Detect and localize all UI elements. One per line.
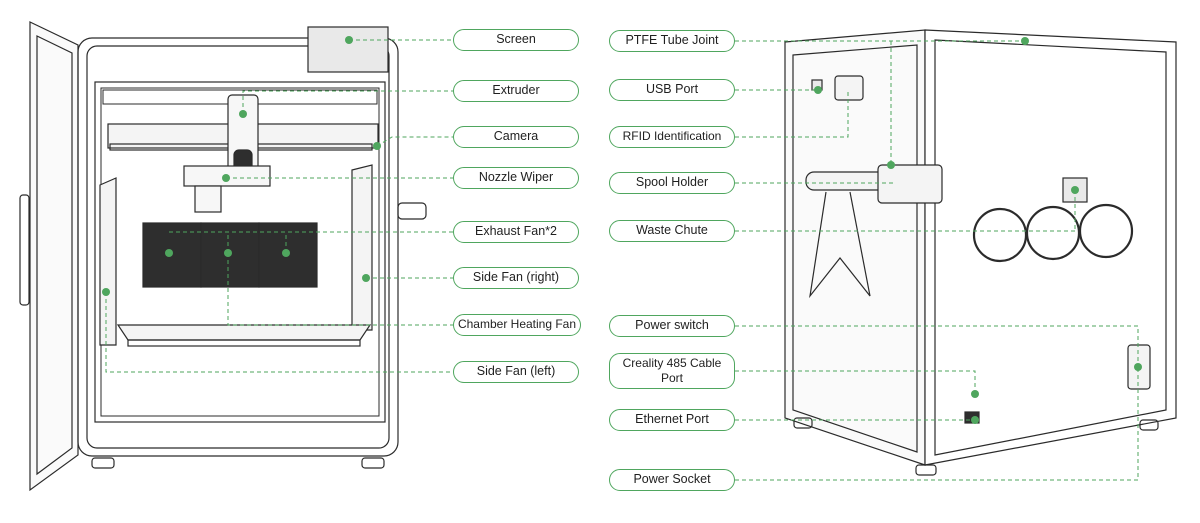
label-side-fan-right: Side Fan (right) — [453, 267, 579, 289]
label-power-socket: Power Socket — [609, 469, 735, 491]
label-creality-485-cable-port: Creality 485 Cable Port — [609, 353, 735, 389]
label-camera: Camera — [453, 126, 579, 148]
label-screen: Screen — [453, 29, 579, 51]
label-chamber-heating-fan: Chamber Heating Fan — [453, 314, 581, 336]
label-side-fan-left: Side Fan (left) — [453, 361, 579, 383]
leader-lines — [105, 39, 1139, 481]
back-printer — [784, 29, 1177, 476]
label-spool-holder: Spool Holder — [609, 172, 735, 194]
callout-dots — [102, 36, 1142, 424]
label-power-switch: Power switch — [609, 315, 735, 337]
label-exhaust-fan: Exhaust Fan*2 — [453, 221, 579, 243]
label-rfid-identification: RFID Identification — [609, 126, 735, 148]
label-ptfe-tube-joint: PTFE Tube Joint — [609, 30, 735, 52]
label-waste-chute: Waste Chute — [609, 220, 735, 242]
front-printer — [19, 21, 427, 492]
label-ethernet-port: Ethernet Port — [609, 409, 735, 431]
label-usb-port: USB Port — [609, 79, 735, 101]
label-extruder: Extruder — [453, 80, 579, 102]
label-nozzle-wiper: Nozzle Wiper — [453, 167, 579, 189]
